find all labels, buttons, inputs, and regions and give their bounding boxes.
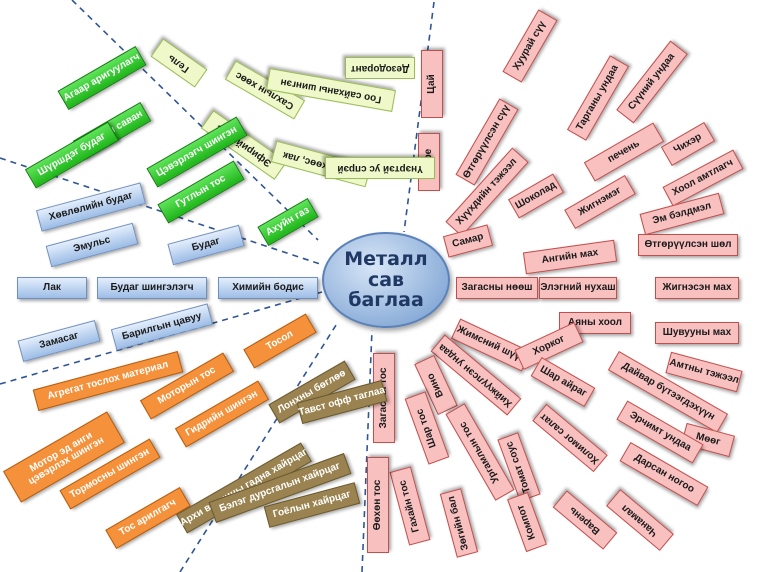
paint-box-5: Химийн бодис [218,277,318,299]
divider-line-top [403,1,435,233]
cosmetic-box-3: Дезодорант [345,57,415,79]
paint-box-3: Лак [17,277,87,299]
food-box-0: Цай [421,50,443,118]
food-box-16: Загасны нөөш [456,277,538,299]
divider-line-top-left [71,0,319,241]
cosmetic-box-6: Үнэртэй ус спрэй [325,157,435,179]
center-node: Металл сав баглаа [322,232,450,328]
divider-line-bottom [361,329,373,572]
food-box-17: Элэгний нухаш [539,277,617,299]
center-label: Металл сав баглаа [344,247,428,312]
food-box-41: Өөхөн тос [367,457,389,553]
divider-line-bottom-left [179,321,339,572]
food-box-20: Шувууны мах [655,322,739,344]
food-box-14: Өтгөрүүлсэн шөл [638,234,738,256]
food-box-18: Жигнэсэн мах [655,277,739,299]
paint-box-4: Будаг шингэлэгч [97,277,207,299]
